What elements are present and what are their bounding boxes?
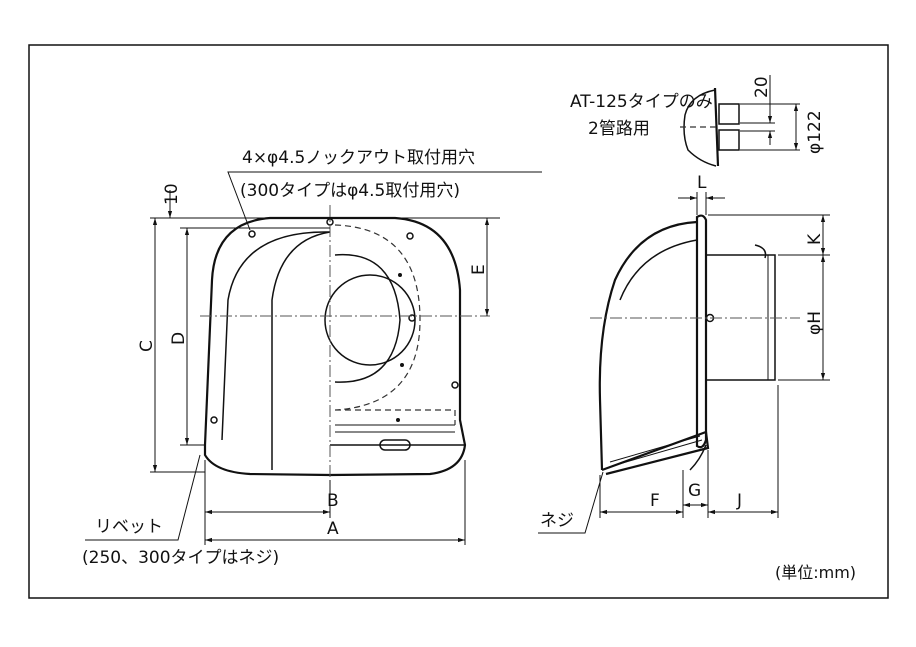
front-dimensions: 10 C D E B A — [137, 183, 500, 545]
drawing-border — [28, 44, 889, 599]
unit-label: (単位:mm) — [775, 563, 856, 582]
dim-j: J — [736, 491, 742, 511]
dim-20: 20 — [752, 76, 772, 98]
dim-10: 10 — [162, 183, 182, 205]
title-note-line1: AT-125タイプのみ — [570, 92, 713, 112]
dim-h: φH — [805, 311, 825, 335]
dim-l: L — [697, 173, 707, 193]
rivet-note-line1: リベット — [95, 517, 163, 537]
dim-f: F — [650, 491, 660, 511]
two-duct-view: AT-125タイプのみ 2管路用 20 φ122 — [570, 75, 825, 167]
knockout-note: 4×φ4.5ノックアウト取付用穴 (300タイプはφ4.5取付用穴) — [227, 148, 542, 231]
knockout-note-line1: 4×φ4.5ノックアウト取付用穴 — [242, 148, 475, 168]
dim-c: C — [137, 340, 157, 352]
screw-label: ネジ — [540, 511, 574, 531]
front-view — [200, 205, 490, 500]
rivet-note: リベット (250、300タイプはネジ) — [82, 454, 279, 568]
dim-d: D — [169, 332, 189, 345]
side-dimensions: L K φH F G J ネジ — [538, 173, 830, 534]
side-view — [590, 214, 800, 476]
dim-b: B — [327, 491, 339, 511]
title-note-line2: 2管路用 — [588, 119, 650, 139]
dim-e: E — [469, 264, 489, 275]
dim-g: G — [688, 481, 701, 501]
rivet-note-line2: (250、300タイプはネジ) — [82, 548, 279, 568]
dim-a: A — [327, 519, 339, 539]
dim-k: K — [805, 233, 825, 245]
knockout-note-line2: (300タイプはφ4.5取付用穴) — [240, 181, 460, 201]
dim-phi122: φ122 — [805, 110, 825, 154]
